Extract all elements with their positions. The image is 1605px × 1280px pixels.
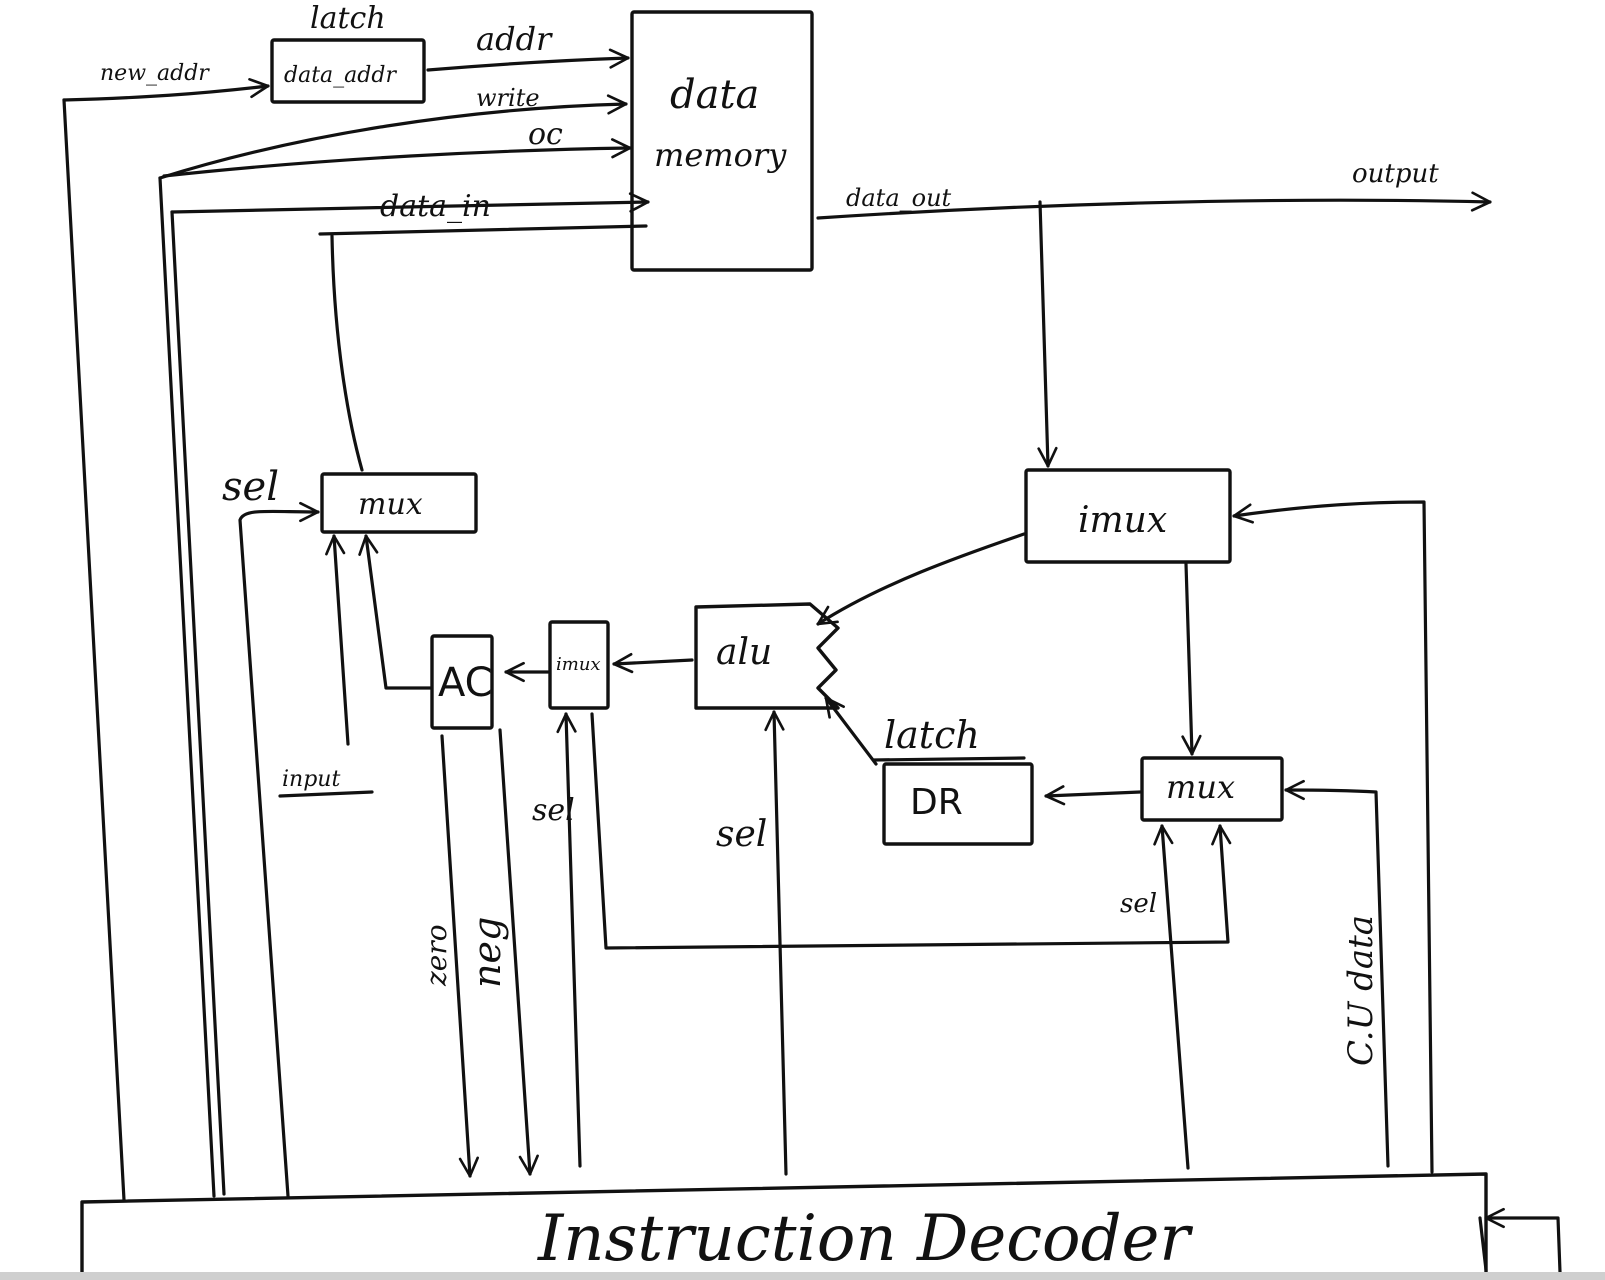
data-memory-box [630,10,814,272]
decoder-oc-vertical [170,210,226,1196]
sel-alu-label: sel [716,814,767,855]
imux-right-to-mux-right [1181,562,1202,756]
mux-right-to-dr [1044,785,1142,806]
mux-left-box [320,472,478,534]
data-out-label: data_out [846,184,952,212]
imux-small-box [548,620,610,710]
data-in-label: data_in [380,189,491,224]
ac-label: AC [438,660,493,706]
oc-line [162,138,632,178]
neg-label: neg [465,917,509,988]
imux-right-to-alu [816,532,1026,626]
zero-flag-line [440,734,479,1178]
data-memory-label-line2: memory [654,136,787,174]
imux-right-label: imux [1078,500,1167,541]
input-label: input [282,767,340,792]
mux-right-label: mux [1166,768,1235,806]
alu-label: alu [716,632,772,673]
decoder-new-addr-vertical [62,98,126,1202]
mux-left-label: mux [358,487,423,522]
zero-label: zero [420,924,453,987]
decoder-right-tick [1478,1216,1488,1272]
latch-dr-overline [872,756,1026,762]
new-addr-label: new_addr [100,61,210,86]
cu-data-to-mux-right [1284,779,1390,1168]
data-memory-label-line1: data [670,72,759,118]
decoder-sel-mux-left [238,501,320,1198]
data-addr-label: data_addr [284,63,397,88]
data-in-source-line [318,224,648,236]
imux-right-box [1024,468,1232,564]
input-to-mux-left [325,534,350,746]
sel-mux-left-label: sel [222,464,279,510]
sel-imux-small-label: sel [532,793,575,828]
output-label: output [1352,159,1439,189]
ac-register-box [430,634,494,730]
decoder-sel-imux-small [556,712,582,1168]
instruction-decoder-label: Instruction Decoder [537,1202,1193,1276]
oc-label: oc [528,117,563,152]
data-in-line [170,192,650,214]
cu-data-label: C.U data [1341,915,1381,1066]
mux-left-to-data-in [330,234,364,472]
imux-small-label: imux [556,654,601,675]
alu-to-imux-small [612,652,694,674]
new-addr-line [62,77,270,102]
decoder-write-vertical [158,176,216,1198]
decoder-sel-mux-right [1153,824,1190,1170]
cu-feedback-to-imux-right [1232,500,1434,1174]
dr-register-box [882,762,1034,846]
imux-small-loop-to-mux-right [590,712,1232,950]
addr-line [426,48,630,72]
data-addr-latch-box [270,38,426,104]
data-out-line [816,191,1492,220]
ac-to-mux-left [358,534,432,690]
addr-label: addr [476,20,553,58]
decoder-sel-alu [764,710,788,1176]
data-out-to-imux [1037,200,1058,468]
dr-label: DR [910,782,963,823]
write-line [158,94,628,180]
latch-top-label: latch [310,1,386,36]
decoder-right-loop [1484,1207,1562,1274]
window-bottom-edge [0,1272,1605,1280]
sel-mux-right-label: sel [1120,889,1157,919]
dr-to-alu [824,696,878,766]
write-label: write [476,84,540,112]
input-underline [278,790,374,798]
latch-dr-label: latch [884,713,980,757]
mux-right-box [1140,756,1284,822]
neg-flag-line [498,728,539,1176]
